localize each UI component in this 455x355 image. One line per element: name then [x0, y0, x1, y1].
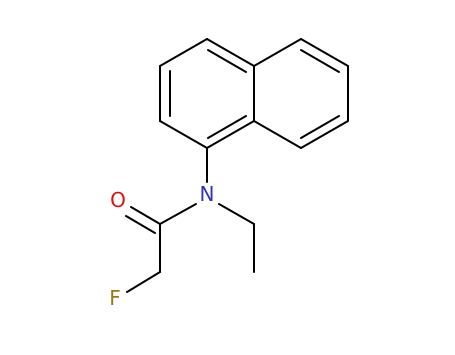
bond-ch2-f: [126, 271, 161, 293]
bond-c8a-c1: [206, 120, 255, 149]
bond-c4a-c5: [253, 38, 302, 67]
fluorine-label: F: [109, 286, 121, 310]
bond-c7-c8-inner: [300, 115, 340, 139]
bond-c8-c8a: [253, 120, 302, 149]
bond-n-ch2: [218, 203, 255, 225]
bond-c8a-c1-inner: [207, 115, 247, 139]
bond-c5-c6-inner: [300, 49, 340, 73]
bond-n-co: [159, 203, 197, 225]
nitrogen-label: N: [200, 182, 215, 206]
bond-c1-c2: [159, 120, 208, 149]
bond-c5-c6: [300, 38, 349, 67]
bond-c-o-2: [125, 215, 156, 234]
bond-c4-c4a-inner: [207, 49, 247, 73]
oxygen-label: O: [110, 188, 126, 212]
bond-c7-c8: [300, 120, 349, 149]
bond-c4-c4a: [206, 38, 255, 67]
bond-c3-c4: [159, 38, 208, 67]
bond-c-o-1: [130, 206, 161, 225]
